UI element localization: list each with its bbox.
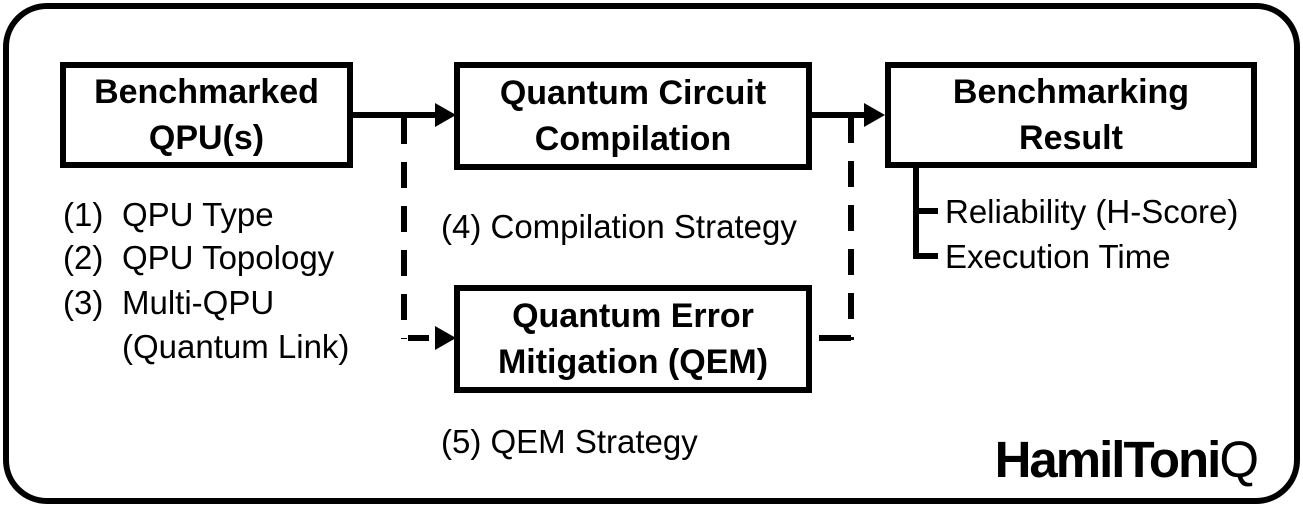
benchmarked-qpu-title-line1: Benchmarked bbox=[94, 73, 319, 111]
benchmarked-qpu-title-line2: QPU(s) bbox=[148, 119, 265, 157]
result-title-line2: Result bbox=[1019, 119, 1123, 157]
result-tree-tick-execution bbox=[913, 253, 938, 259]
compilation-strategy-annotation: (4) Compilation Strategy bbox=[441, 208, 797, 245]
outer-rounded-frame bbox=[3, 3, 1300, 504]
benchmarked-qpu-box: Benchmarked QPU(s) bbox=[60, 62, 353, 168]
qpu-factor-2-number: (2) bbox=[63, 239, 104, 276]
qpu-factor-item-3: (3) Multi-QPU bbox=[63, 281, 274, 325]
compilation-title-line2: Compilation bbox=[534, 120, 732, 158]
result-title-line1: Benchmarking bbox=[952, 73, 1190, 111]
qpu-factor-item-1: (1) QPU Type bbox=[63, 193, 274, 237]
hamiltoniq-logo: HamilToniQ bbox=[995, 434, 1259, 485]
dashed-line-right-horizontal bbox=[814, 335, 851, 341]
qpu-factor-item-3-continuation: (Quantum Link) bbox=[63, 325, 349, 369]
quantum-error-mitigation-box: Quantum Error Mitigation (QEM) bbox=[454, 285, 812, 393]
qpu-factor-1-number: (1) bbox=[63, 196, 104, 233]
result-output-reliability: Reliability (H-Score) bbox=[945, 193, 1239, 230]
qpu-factor-2-label: QPU Topology bbox=[122, 239, 335, 276]
arrow-compilation-to-result-head-icon bbox=[864, 103, 885, 127]
result-output-execution-time: Execution Time bbox=[945, 238, 1171, 275]
result-tree-tick-reliability bbox=[913, 208, 938, 214]
compilation-title-line1: Quantum Circuit bbox=[499, 74, 767, 112]
qpu-factor-1-label: QPU Type bbox=[122, 196, 274, 233]
dashed-line-right-vertical bbox=[848, 117, 854, 340]
qpu-factor-3-label: Multi-QPU bbox=[122, 284, 275, 321]
qem-title-line2: Mitigation (QEM) bbox=[497, 343, 769, 381]
qem-title-line1: Quantum Error bbox=[512, 297, 754, 335]
quantum-circuit-compilation-box: Quantum Circuit Compilation bbox=[454, 62, 812, 170]
hamiltoniq-logo-main: HamilToni bbox=[994, 431, 1222, 488]
qpu-factor-3-number: (3) bbox=[63, 284, 104, 321]
dashed-arrow-to-qem-head-icon bbox=[435, 326, 456, 350]
qpu-factor-item-2: (2) QPU Topology bbox=[63, 236, 334, 280]
dashed-line-left-horizontal bbox=[404, 335, 436, 341]
arrow-qpu-to-compilation-head-icon bbox=[435, 103, 456, 127]
hamiltoniq-logo-q: Q bbox=[1219, 431, 1259, 488]
benchmarking-result-box: Benchmarking Result bbox=[885, 62, 1257, 168]
arrow-compilation-to-result-line bbox=[808, 112, 866, 118]
qpu-factor-4-label: (Quantum Link) bbox=[122, 328, 350, 365]
dashed-line-left-vertical bbox=[401, 118, 407, 339]
qpu-factor-4-number bbox=[63, 325, 122, 369]
arrow-qpu-to-compilation-line bbox=[350, 112, 438, 118]
qem-strategy-annotation: (5) QEM Strategy bbox=[441, 423, 698, 460]
